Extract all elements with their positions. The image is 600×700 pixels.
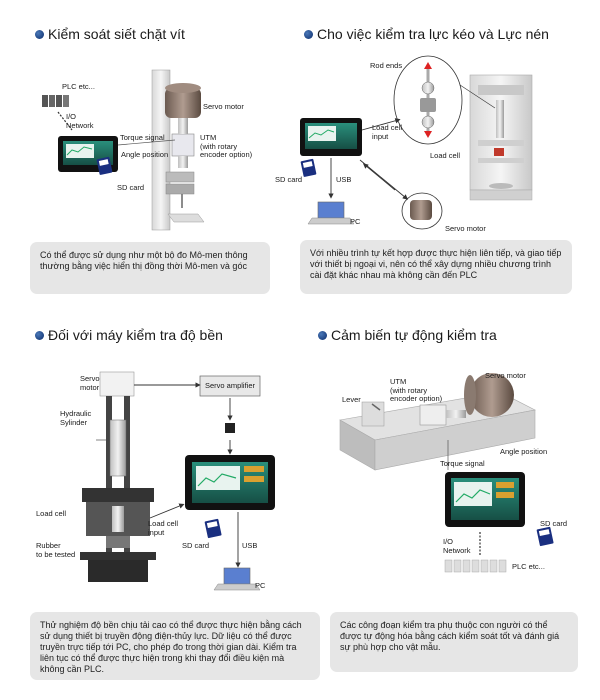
s2-sd-label: SD card (275, 175, 303, 184)
s4-inspection-bench (339, 373, 536, 471)
s2-description: Với nhiều trình tự kết hợp được thực hiệ… (300, 240, 572, 294)
s4-torque-label: Torque signal (440, 459, 485, 468)
s1-sd-label: SD card (117, 183, 145, 192)
s4-indicator-device (445, 472, 525, 527)
s1-servo-label: Servo motor (203, 102, 244, 111)
s3-servo-label: Servo motor (80, 374, 100, 392)
s2-test-frame (469, 74, 533, 201)
s4-angle-label: Angle position (500, 447, 548, 456)
s3-description: Thử nghiệm độ bền chịu tải cao có thể đư… (30, 612, 320, 680)
s1-utm-label: UTM (with rotary encoder option) (200, 133, 253, 159)
s3-connections (134, 382, 241, 568)
s1-title: Kiểm soát siết chặt vít (48, 26, 185, 42)
s2-servo-zoom (401, 192, 443, 230)
s3-loadcell-label: Load cell (36, 509, 67, 518)
s2-indicator-device (300, 118, 362, 156)
s1-angle-label: Angle position (121, 150, 169, 159)
s2-servo-label: Servo motor (445, 224, 486, 233)
s4-servo-label: Servo motor (485, 371, 526, 380)
s1-torque-label: Torque signal (120, 133, 165, 142)
s3-sd-label: SD card (182, 541, 210, 550)
s4-plc-row (444, 559, 507, 573)
s3-loadcell-input-label: Load cell input (148, 519, 179, 537)
s2-pc-label: PC (350, 217, 361, 226)
s3-sd-card-icon (204, 518, 222, 539)
s2-connections (328, 118, 409, 200)
s2-rod-ends-label: Rod ends (370, 61, 403, 70)
s4-description: Các công đoạn kiểm tra phụ thuộc con ngư… (330, 612, 578, 672)
s1-bullet (35, 30, 44, 39)
s2-usb-label: USB (336, 175, 352, 184)
s4-sd-card-icon (536, 526, 554, 547)
s2-rod-end-zoom (393, 55, 496, 145)
s4-sd-label: SD card (540, 519, 568, 528)
s4-utm-label: UTM (with rotary encoder option) (390, 377, 443, 403)
s4-plc-label: PLC etc... (512, 562, 545, 571)
s4-bullet (318, 331, 327, 340)
s1-plc-label: PLC etc... (62, 82, 95, 91)
s3-connector-icon (225, 423, 235, 433)
s2-title: Cho việc kiểm tra lực kéo và Lực nén (317, 26, 549, 42)
s1-torque-line (117, 139, 176, 146)
s3-durability-machine (80, 371, 156, 582)
s3-title: Đối với máy kiểm tra độ bền (48, 327, 223, 343)
s2-sd-card-icon (300, 158, 317, 177)
s1-io-label: I/O Network (66, 112, 94, 130)
s4-lever-label: Lever (342, 395, 361, 404)
s3-usb-label: USB (242, 541, 258, 550)
s3-hydraulic-label: Hydraulic Sylinder (60, 409, 92, 427)
s2-pc-icon (307, 201, 355, 225)
s1-plc-icon (42, 95, 69, 107)
s3-rubber-label: Rubber to be tested (36, 541, 76, 559)
s3-pc-label: PC (255, 581, 266, 590)
s1-description: Có thể được sử dụng như một bộ đo Mô-men… (30, 242, 270, 294)
s1-io-line (57, 111, 73, 131)
s1-screw-machine (151, 69, 205, 231)
s1-sd-card-icon (96, 156, 113, 175)
s2-bullet (304, 30, 313, 39)
s3-amp-label: Servo amplifier (205, 381, 256, 390)
s2-loadcell-input-label: Load cell input (372, 123, 403, 141)
s4-title: Cảm biến tự động kiểm tra (331, 327, 497, 343)
s3-pc-icon (213, 567, 261, 591)
s2-loadcell-label: Load cell (430, 151, 461, 160)
s3-bullet (35, 331, 44, 340)
s3-indicator-device (185, 455, 275, 510)
s4-io-label: I/O Network (443, 537, 471, 555)
